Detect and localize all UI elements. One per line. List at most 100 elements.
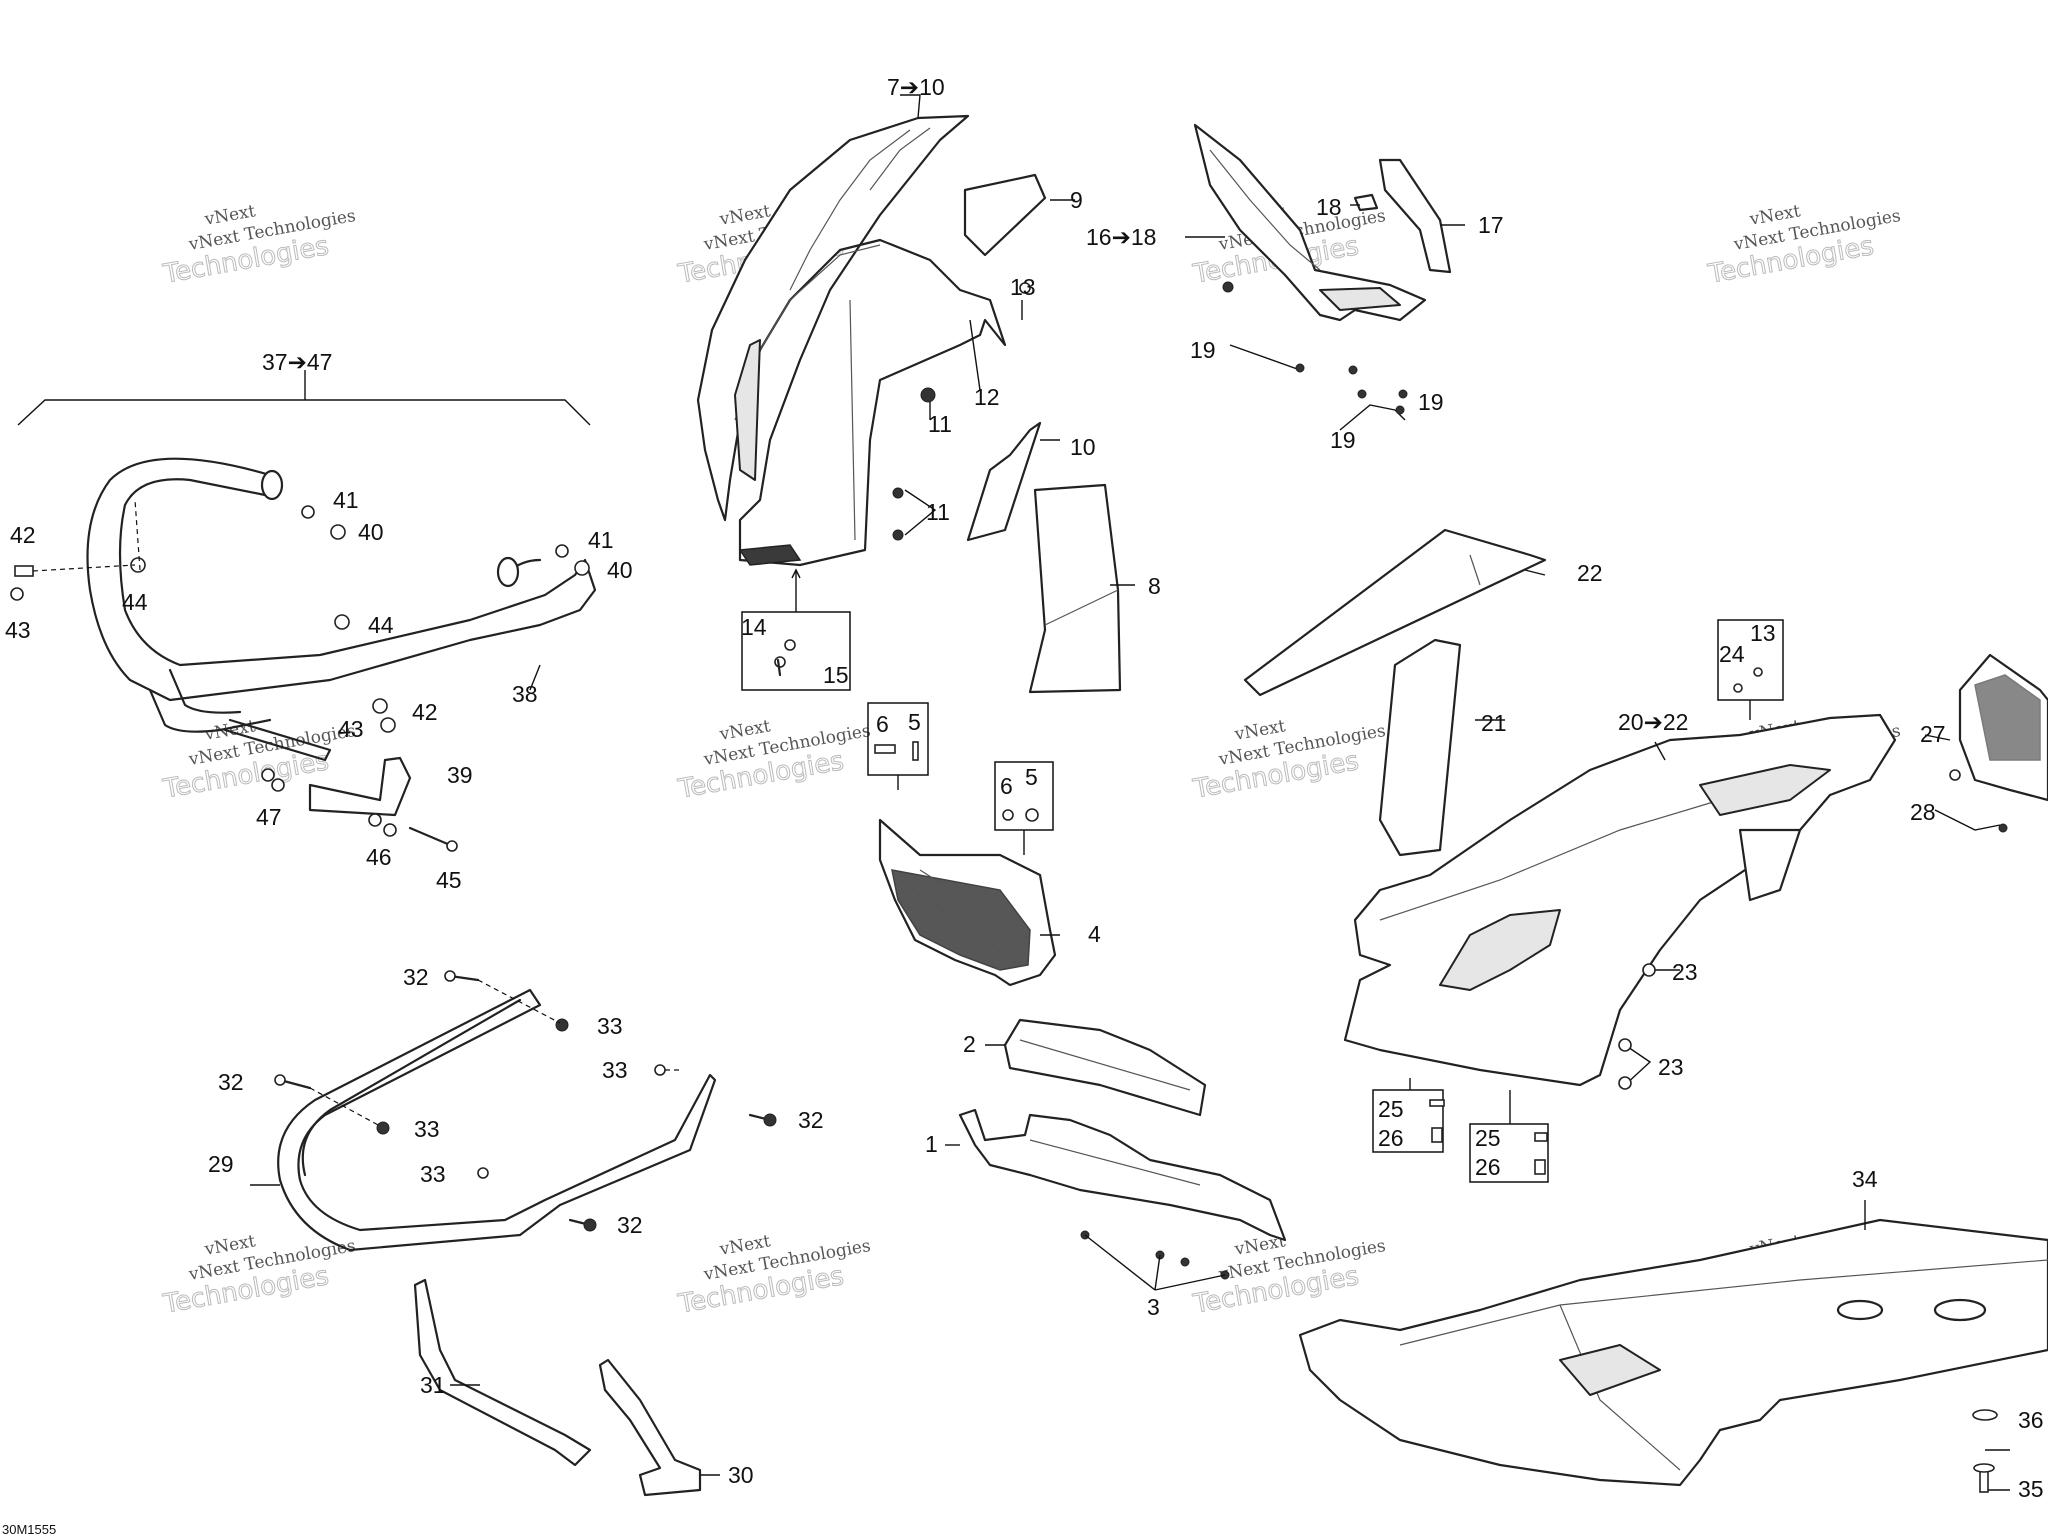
drawing-stroke <box>1934 809 2001 831</box>
callout-22: 22 <box>1577 560 1603 586</box>
callout-5: 5 <box>1025 764 1038 790</box>
watermark: vNext vNext Technologies Technologies <box>160 1231 357 1320</box>
callout-26: 26 <box>1378 1125 1404 1151</box>
callout-16-18: 16➔18 <box>1086 224 1156 250</box>
front-bumper-37-47 <box>17 370 597 852</box>
callout-4: 4 <box>1088 921 1101 947</box>
drawing-stroke <box>1295 363 1305 373</box>
callout-6: 6 <box>1000 773 1013 799</box>
drawing-stroke <box>274 1074 286 1086</box>
box-25-26-a <box>1372 1089 1444 1153</box>
drawing-stroke <box>1559 1304 1681 1471</box>
drawing-stroke <box>261 768 275 782</box>
drawing-stroke <box>372 698 388 714</box>
drawing-stroke <box>583 1218 597 1232</box>
callout-33: 33 <box>597 1013 623 1039</box>
callout-20-22: 20➔22 <box>1618 709 1688 735</box>
side-panel-left-assembly <box>696 114 1007 567</box>
callout-23: 23 <box>1672 959 1698 985</box>
callout-24: 24 <box>1719 641 1745 667</box>
drawing-stroke <box>1618 1076 1632 1090</box>
callout-33: 33 <box>602 1057 628 1083</box>
callout-25: 25 <box>1378 1096 1404 1122</box>
callout-13: 13 <box>1010 274 1036 300</box>
drawing-stroke <box>1974 674 2041 761</box>
drawing-stroke <box>1398 389 1408 399</box>
drawing-stroke <box>477 1167 489 1179</box>
drawing-stroke <box>1431 1127 1443 1143</box>
drawing-stroke <box>869 127 931 191</box>
drawing-code: 30M1555 <box>2 1522 56 1536</box>
callout-31: 31 <box>420 1372 446 1398</box>
watermark: vNext vNext Technologies Technologies <box>160 201 357 290</box>
pad-8 <box>1028 483 1122 694</box>
callout-38: 38 <box>512 681 538 707</box>
callout-21: 21 <box>1481 710 1507 736</box>
callout-41: 41 <box>333 487 359 513</box>
drawing-stroke <box>1044 589 1119 626</box>
box-25-26-b <box>1469 1123 1549 1183</box>
bumper-hardware <box>10 499 590 837</box>
drawing-stroke <box>383 823 397 837</box>
drawing-stroke <box>1618 1038 1632 1052</box>
drawing-stroke <box>1339 404 1396 431</box>
callout-labels: 7➔10 9 13 12 11 11 10 8 14 15 16➔18 18 1… <box>5 74 2044 1502</box>
callout-11: 11 <box>926 499 950 525</box>
callout-47: 47 <box>256 804 282 830</box>
watermark: vNext vNext Technologies Technologies <box>1190 1231 1387 1320</box>
bracket-31 <box>413 1278 592 1467</box>
drawing-stroke <box>774 656 786 668</box>
drawing-stroke <box>1642 963 1656 977</box>
callout-42: 42 <box>412 699 438 725</box>
drawing-stroke <box>271 778 285 792</box>
callout-11: 11 <box>928 411 952 437</box>
skid-plate-34 <box>1298 1218 2048 1487</box>
drawing-stroke <box>477 979 561 1024</box>
callout-28: 28 <box>1910 799 1936 825</box>
drawing-stroke <box>1209 149 1321 271</box>
drawing-stroke <box>969 319 981 391</box>
callout-27: 27 <box>1920 721 1946 747</box>
drawing-stroke <box>1738 828 1802 902</box>
drawing-stroke <box>444 970 456 982</box>
callout-2: 2 <box>963 1031 976 1057</box>
drawing-stroke <box>912 741 919 761</box>
callout-12: 12 <box>974 384 1000 410</box>
drawing-stroke <box>446 840 458 852</box>
drawing-stroke <box>1836 1299 1884 1321</box>
drawing-stroke <box>330 524 346 540</box>
watermark: vNext vNext Technologies Technologies <box>675 1231 872 1320</box>
drawing-stroke <box>334 614 350 630</box>
bracket-39 <box>308 756 412 817</box>
drawing-stroke <box>130 557 146 573</box>
callout-23: 23 <box>1658 1054 1684 1080</box>
callout-29: 29 <box>208 1151 234 1177</box>
panel-16-18 <box>1193 123 1452 322</box>
drawing-stroke <box>1534 1132 1548 1142</box>
callout-19: 19 <box>1190 337 1216 363</box>
hardware-3 <box>1080 1230 1230 1280</box>
upper-panel-16 <box>1193 123 1427 322</box>
callout-43: 43 <box>338 716 364 742</box>
drawing-stroke <box>408 826 452 847</box>
drawing-stroke <box>1429 1099 1445 1107</box>
drawing-stroke <box>892 529 904 541</box>
callout-19: 19 <box>1418 389 1444 415</box>
drawing-stroke <box>1357 389 1367 399</box>
callout-19: 19 <box>1330 427 1356 453</box>
callout-32: 32 <box>403 964 429 990</box>
grille-4 <box>878 818 1057 987</box>
drawing-stroke <box>1084 1234 1226 1291</box>
callout-43: 43 <box>5 617 31 643</box>
drawing-stroke <box>32 564 136 572</box>
drawing-stroke <box>574 560 590 576</box>
small-hardware <box>774 281 2008 1493</box>
drawing-stroke <box>1524 569 1546 576</box>
drawing-stroke <box>1222 281 1234 293</box>
callout-18: 18 <box>1316 194 1342 220</box>
drawing-stroke <box>1972 1409 1998 1421</box>
drawing-stroke <box>1753 667 1763 677</box>
drawing-stroke <box>309 1087 381 1127</box>
drawing-stroke <box>1002 809 1014 821</box>
drawing-stroke <box>789 129 911 291</box>
